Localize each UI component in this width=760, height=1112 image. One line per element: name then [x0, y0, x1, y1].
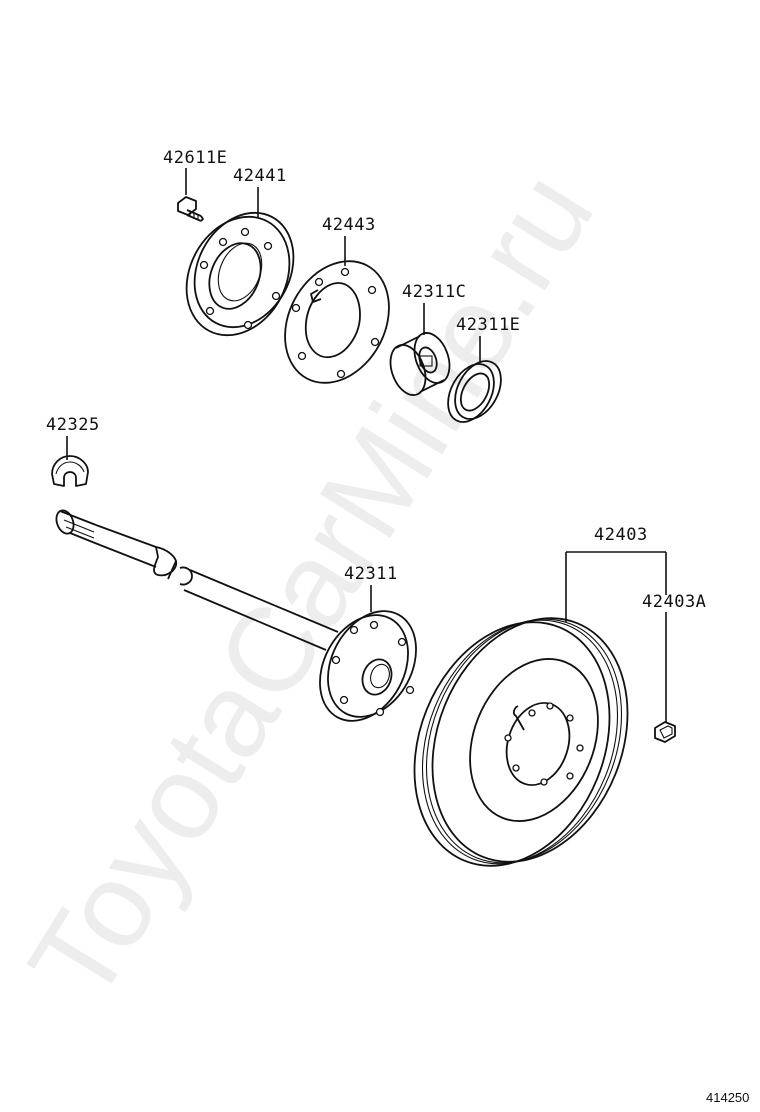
label-42443[interactable]: 42443: [322, 215, 376, 235]
figure-number: 414250: [706, 1090, 749, 1105]
leader-lines: [66, 168, 667, 722]
watermark: ToyotaCarMine.ru: [3, 150, 619, 1024]
retainer-plate-42441[interactable]: [167, 195, 313, 353]
label-42325[interactable]: 42325: [46, 415, 100, 435]
oil-seal-42311e[interactable]: [439, 353, 510, 430]
plug-42403a[interactable]: [654, 721, 676, 743]
axle-shaft-42311[interactable]: [53, 508, 433, 736]
brake-drum-42403[interactable]: [379, 589, 662, 896]
label-42311c[interactable]: 42311C: [402, 282, 466, 302]
label-42311[interactable]: 42311: [344, 564, 398, 584]
label-42403[interactable]: 42403: [594, 525, 648, 545]
label-42403a[interactable]: 42403A: [642, 592, 706, 612]
label-42441[interactable]: 42441: [233, 166, 287, 186]
label-42311e[interactable]: 42311E: [456, 315, 520, 335]
bearing-42311c[interactable]: [384, 328, 456, 400]
label-42611e[interactable]: 42611E: [163, 148, 227, 168]
bolt-42611e[interactable]: [177, 196, 204, 222]
gasket-42443[interactable]: [265, 243, 410, 401]
clip-42325[interactable]: [51, 455, 89, 487]
